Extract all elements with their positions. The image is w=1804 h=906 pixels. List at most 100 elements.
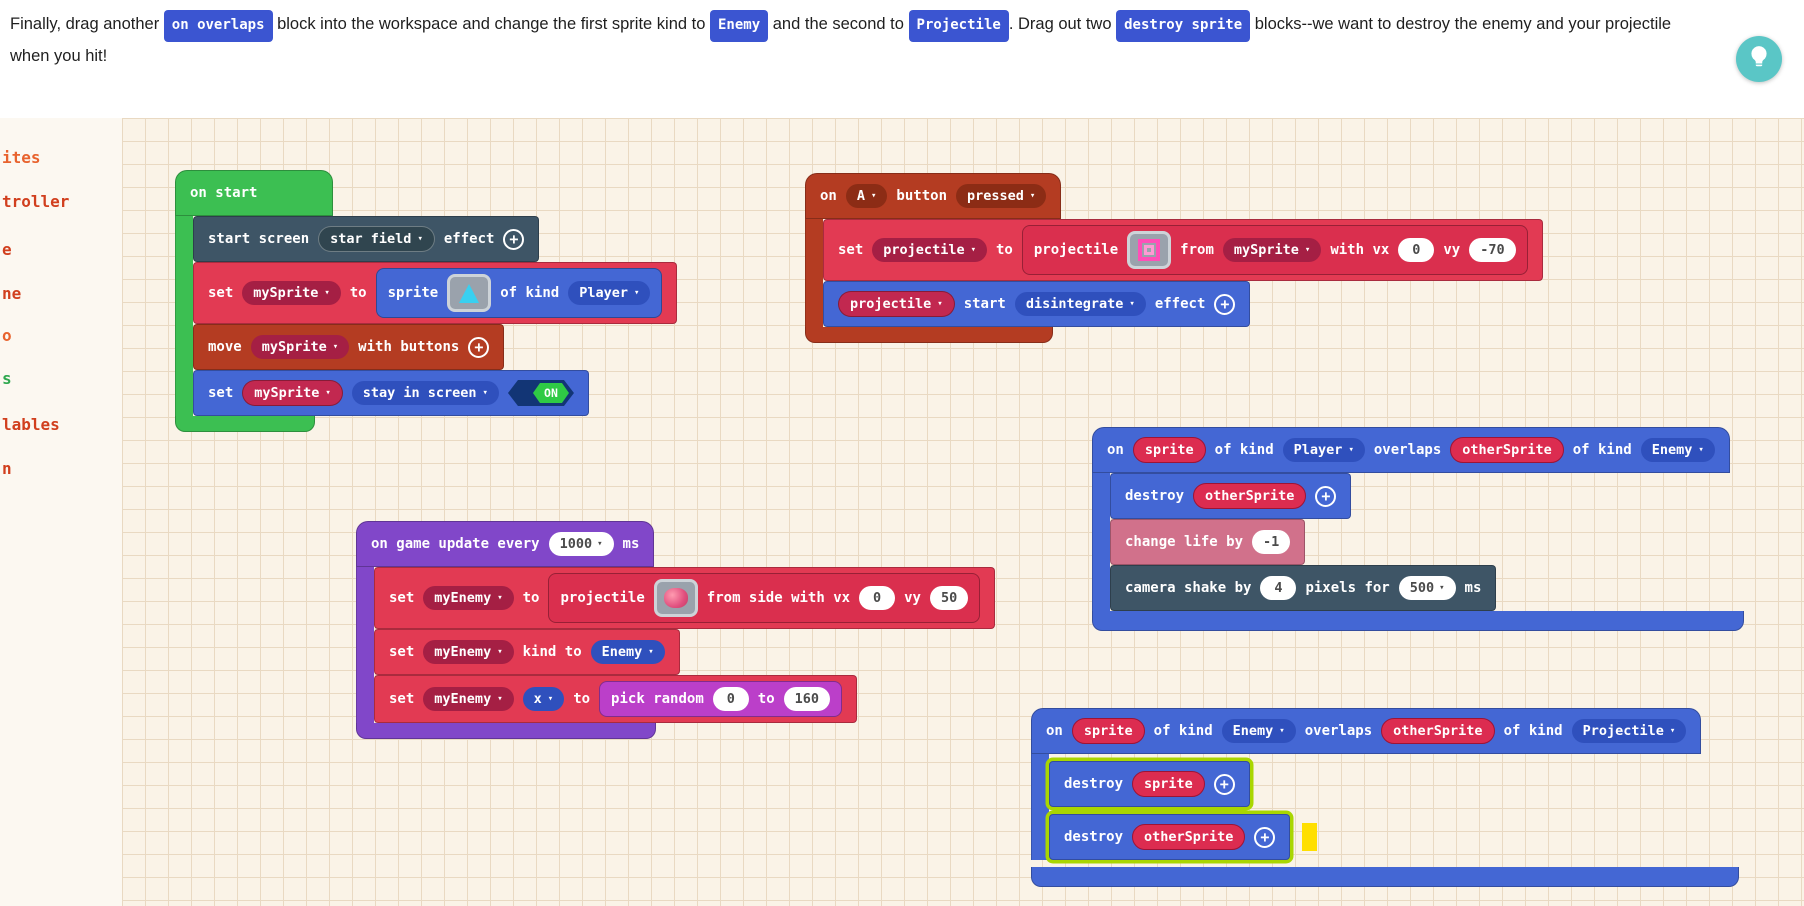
projectile-creator-block[interactable]: projectile from mySprite ▾ with vx 0 vy … xyxy=(1021,225,1528,275)
variable-dropdown-pill[interactable]: projectile ▾ xyxy=(838,291,955,317)
pick-random-block[interactable]: pick random 0 to 160 xyxy=(599,681,843,717)
on-start-foot[interactable] xyxy=(175,416,315,432)
toolbox-category-loops[interactable]: s xyxy=(2,369,12,388)
projectile-image[interactable] xyxy=(1127,231,1172,269)
change-life-block[interactable]: change life by -1 xyxy=(1110,519,1306,565)
min-number-field[interactable]: 0 xyxy=(712,687,749,711)
chevron-down-icon: ▾ xyxy=(417,233,423,244)
kind-dropdown-pill[interactable]: Enemy ▾ xyxy=(590,640,665,664)
variable-dropdown-pill[interactable]: mySprite ▾ xyxy=(250,335,350,359)
othersprite-variable-pill[interactable]: otherSprite xyxy=(1381,718,1495,744)
variable-dropdown-pill[interactable]: mySprite ▾ xyxy=(242,281,341,305)
hint-lightbulb-button[interactable] xyxy=(1736,36,1782,82)
flag-dropdown-pill[interactable]: stay in screen ▾ xyxy=(351,381,499,405)
overlap-enemy-projectile-block[interactable]: on sprite of kind Enemy ▾ overlaps other… xyxy=(1031,708,1702,754)
block-label: to xyxy=(349,285,367,301)
on-button-foot[interactable] xyxy=(805,327,1053,343)
set-enemy-block[interactable]: set myEnemy ▾ to projectile from side wi… xyxy=(374,567,996,629)
variable-dropdown-pill[interactable]: mySprite ▾ xyxy=(242,380,343,406)
plus-icon[interactable]: + xyxy=(1315,485,1337,507)
on-start-spine[interactable] xyxy=(175,216,193,416)
set-x-block[interactable]: set myEnemy ▾ x ▾ to pick random 0 to 1 xyxy=(374,675,858,723)
toolbox-category-3[interactable]: e xyxy=(2,240,12,259)
start-screen-effect-block[interactable]: start screen star field ▾ effect + xyxy=(193,216,540,262)
sprite-image-ship[interactable] xyxy=(447,274,492,312)
pill-value: otherSprite xyxy=(1144,829,1234,845)
kind-dropdown-pill[interactable]: Enemy ▾ xyxy=(1221,719,1296,743)
variable-dropdown-pill[interactable]: myEnemy ▾ xyxy=(423,640,514,664)
game-update-spine[interactable] xyxy=(356,567,374,723)
pixels-number-field[interactable]: 4 xyxy=(1260,576,1297,600)
chevron-down-icon: ▾ xyxy=(1669,725,1676,736)
destroy-sprite-block[interactable]: destroy sprite + xyxy=(1049,761,1250,807)
camera-shake-block[interactable]: camera shake by 4 pixels for 500 ▾ ms xyxy=(1110,565,1497,611)
variable-dropdown-pill[interactable]: myEnemy ▾ xyxy=(423,586,514,610)
othersprite-variable-pill[interactable]: otherSprite xyxy=(1193,483,1307,509)
kind-dropdown-pill[interactable]: Player ▾ xyxy=(1282,438,1365,462)
vy-number-field[interactable]: -70 xyxy=(1469,238,1516,262)
overlap-player-enemy-block[interactable]: on sprite of kind Player ▾ overlaps othe… xyxy=(1092,427,1730,473)
kind-dropdown-pill[interactable]: Enemy ▾ xyxy=(1640,438,1715,462)
plus-icon[interactable]: + xyxy=(503,228,525,250)
toolbox-category-8[interactable]: n xyxy=(2,459,12,478)
plus-icon[interactable]: + xyxy=(468,336,490,358)
box-art xyxy=(1138,239,1161,261)
on-start-block[interactable]: on start xyxy=(175,170,333,216)
vx-number-field[interactable]: 0 xyxy=(859,586,896,610)
game-update-foot[interactable] xyxy=(356,723,656,739)
block-label: kind to xyxy=(522,644,582,660)
start-effect-block[interactable]: projectile ▾ start disintegrate ▾ effect… xyxy=(823,281,1251,327)
overlap-player-foot[interactable] xyxy=(1092,611,1744,631)
plus-icon[interactable]: + xyxy=(1254,826,1276,848)
othersprite-variable-pill[interactable]: otherSprite xyxy=(1450,437,1564,463)
variable-dropdown-pill[interactable]: mySprite ▾ xyxy=(1222,238,1322,262)
sprite-creator-block[interactable]: sprite of kind Player ▾ xyxy=(375,268,663,318)
on-button-pressed-stack: on A ▾ button pressed ▾ set projectile ▾ xyxy=(805,173,1543,343)
on-game-update-block[interactable]: on game update every 1000 ▾ ms xyxy=(356,521,655,567)
property-dropdown-pill[interactable]: x ▾ xyxy=(522,687,565,711)
kind-dropdown-pill[interactable]: Player ▾ xyxy=(568,281,651,305)
destroy-othersprite-block[interactable]: destroy otherSprite + xyxy=(1049,814,1291,860)
vy-number-field[interactable]: 50 xyxy=(929,586,969,610)
vx-number-field[interactable]: 0 xyxy=(1398,238,1435,262)
toolbox-category-variables[interactable]: lables xyxy=(2,415,60,434)
on-off-toggle[interactable]: ON xyxy=(508,380,574,406)
button-dropdown-pill[interactable]: A ▾ xyxy=(845,184,888,208)
interval-number-dropdown[interactable]: 1000 ▾ xyxy=(548,532,614,556)
toolbox-category-scene[interactable]: ne xyxy=(2,284,22,303)
event-dropdown-pill[interactable]: pressed ▾ xyxy=(956,184,1047,208)
set-projectile-block[interactable]: set projectile ▾ to projectile from mySp… xyxy=(823,219,1543,281)
effect-dropdown-pill[interactable]: star field ▾ xyxy=(318,226,435,252)
enemy-image[interactable] xyxy=(653,579,698,617)
toolbox-category-sprites[interactable]: ites xyxy=(2,148,41,167)
on-button-pressed-block[interactable]: on A ▾ button pressed ▾ xyxy=(805,173,1062,219)
blocks-workspace[interactable]: on start start screen star field ▾ effec… xyxy=(122,118,1804,906)
variable-dropdown-pill[interactable]: myEnemy ▾ xyxy=(423,687,514,711)
max-number-field[interactable]: 160 xyxy=(783,687,831,711)
toolbox-category-controller[interactable]: troller xyxy=(2,192,70,211)
othersprite-variable-pill[interactable]: otherSprite xyxy=(1132,824,1246,850)
destroy-othersprite-block[interactable]: destroy otherSprite + xyxy=(1110,473,1352,519)
overlap-enemy-spine[interactable] xyxy=(1031,754,1049,860)
projectile-side-creator-block[interactable]: projectile from side with vx 0 vy 50 xyxy=(548,573,981,623)
toolbox-category-5[interactable]: o xyxy=(2,326,12,345)
life-number-field[interactable]: -1 xyxy=(1252,530,1291,554)
set-kind-block[interactable]: set myEnemy ▾ kind to Enemy ▾ xyxy=(374,629,680,675)
instruction-segment: Finally, drag another xyxy=(10,15,164,33)
effect-dropdown-pill[interactable]: disintegrate ▾ xyxy=(1014,292,1146,316)
variable-dropdown-pill[interactable]: projectile ▾ xyxy=(872,238,987,262)
set-sprite-block[interactable]: set mySprite ▾ to sprite of kind Player … xyxy=(193,262,678,324)
chevron-down-icon: ▾ xyxy=(937,298,943,309)
sprite-variable-pill[interactable]: sprite xyxy=(1132,437,1206,463)
duration-number-dropdown[interactable]: 500 ▾ xyxy=(1398,576,1456,600)
plus-icon[interactable]: + xyxy=(1214,293,1236,315)
plus-icon[interactable]: + xyxy=(1213,773,1235,795)
sprite-variable-pill[interactable]: sprite xyxy=(1071,718,1145,744)
on-button-spine[interactable] xyxy=(805,219,823,327)
overlap-enemy-foot[interactable] xyxy=(1031,867,1739,887)
overlap-player-spine[interactable] xyxy=(1092,473,1110,611)
move-with-buttons-block[interactable]: move mySprite ▾ with buttons + xyxy=(193,324,505,370)
set-stay-in-screen-block[interactable]: set mySprite ▾ stay in screen ▾ ON xyxy=(193,370,589,416)
kind-dropdown-pill[interactable]: Projectile ▾ xyxy=(1571,719,1687,743)
sprite-variable-pill[interactable]: sprite xyxy=(1132,771,1205,797)
